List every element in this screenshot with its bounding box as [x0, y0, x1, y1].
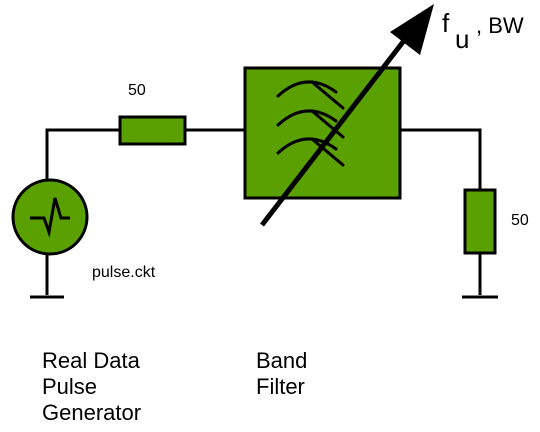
- filter-cross-top: [310, 80, 345, 110]
- tuning-label: f u , BW: [442, 8, 524, 54]
- filter-cross-mid: [310, 109, 345, 139]
- wire-filter-to-load: [400, 128, 482, 190]
- series-resistor: [118, 115, 187, 146]
- filter-curve-bottom: [276, 137, 338, 155]
- source-caption-line-2: Pulse: [42, 374, 97, 399]
- pulse-source: [11, 178, 89, 256]
- tuning-arrow-shaft: [260, 36, 408, 227]
- filter-curve-mid: [276, 109, 338, 127]
- tuning-label-tail: , BW: [476, 13, 524, 38]
- load-resistor: [463, 188, 497, 255]
- filter-cross-bottom: [310, 137, 345, 167]
- source-file-label: pulse.ckt: [92, 264, 156, 281]
- tuning-arrow-head: [390, 4, 434, 55]
- series-resistor-value: 50: [128, 82, 146, 99]
- tuning-label-subscript: u: [455, 24, 469, 54]
- source-caption-line-1: Real Data: [42, 348, 141, 373]
- source-caption-line-3: Generator: [42, 400, 141, 425]
- tuning-label-main: f: [442, 8, 450, 38]
- band-filter-box: [243, 66, 402, 200]
- filter-curve-top: [276, 80, 338, 98]
- band-filter: [243, 4, 434, 227]
- wire-source-to-resistor: [45, 128, 120, 182]
- wires: [45, 128, 482, 295]
- load-resistor-value: 50: [511, 212, 529, 229]
- filter-caption-line-1: Band: [256, 348, 307, 373]
- pulse-waveform-icon: [30, 197, 70, 238]
- pulse-source-circle: [11, 178, 89, 256]
- filter-caption-line-2: Filter: [256, 374, 305, 399]
